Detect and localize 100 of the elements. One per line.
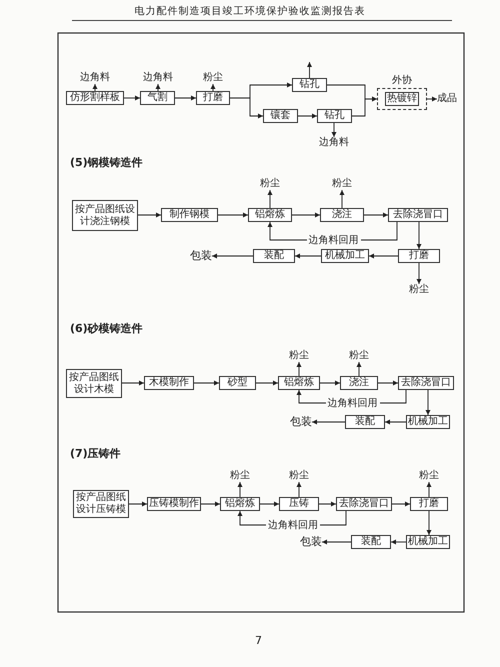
arrow [332,122,336,138]
step-text: 制作钢模 [170,209,210,221]
arrow [356,362,362,376]
arrow [92,84,98,92]
edge-label: 边角料回用 [326,398,380,408]
arrow [392,502,410,506]
step-text: 打磨 [409,250,429,262]
arrow [156,84,160,92]
process-box [340,376,378,390]
arrow [174,96,196,100]
step-text: 按产品图纸设计浇注钢模 [74,204,136,228]
output-text: 边角料 [80,72,110,84]
step-text: 钻孔 [324,110,344,122]
process-box [351,535,391,549]
arrow [212,254,254,258]
arrow [210,84,216,92]
edge-label: 边角料回用 [306,234,360,246]
step-text: 铝熔炼 [255,209,285,221]
arrow [426,482,432,498]
output-text: 粉尘 [260,178,280,190]
step-text: 压铸 [289,498,309,510]
arrow [268,190,272,208]
arrow [296,362,302,376]
process-box [196,91,230,105]
arrow [312,420,346,424]
output-text: 包装 [300,536,322,548]
step-text: 热镀锌 [387,93,417,105]
step-text: 按产品图纸设计木模 [68,372,120,396]
arrow [298,114,318,118]
output-text: 边角料 [319,137,349,149]
step-text: 砂型 [228,377,248,389]
step-text: 浇注 [332,209,352,221]
process-box [161,208,218,222]
process-box [66,91,124,105]
arrow [128,502,148,506]
arrow [218,212,248,218]
page-number: 7 [255,634,262,647]
note-text: 外协 [392,75,412,87]
process-box [345,415,385,429]
arrow [368,254,398,258]
process-box [336,497,392,511]
step-text: 机械加工 [325,250,365,262]
step-text: 钻孔 [300,79,320,91]
arrow [307,62,312,78]
step-text: 仿形割样板 [70,92,120,104]
arrow [426,510,432,536]
arrow [320,380,340,386]
arrow [260,502,280,506]
step-text: 去除浇冒口 [393,209,443,221]
step-text: 打磨 [419,498,439,510]
step-text: 压铸模制作 [149,498,199,510]
output-text: 包装 [190,250,212,262]
step-text: 铝熔炼 [225,498,255,510]
process-box [410,497,448,511]
output-text: 粉尘 [332,178,352,190]
process-box [219,376,256,390]
arrow [416,262,422,284]
arrow [124,96,140,100]
step-text: 机械加工 [408,536,448,548]
output-text: 粉尘 [289,470,309,482]
step-text: 打磨 [203,92,223,104]
process-box [321,249,369,263]
arrow [200,502,220,506]
process-box [248,208,292,222]
arrow [426,390,430,416]
arrow [416,222,422,250]
arrow [292,212,320,218]
edge-label: 边角料回用 [266,520,320,530]
step-text: 装配 [264,250,284,262]
output-text: 成品 [437,93,457,105]
section-heading: (7)压铸件 [70,447,121,460]
step-text: 铝熔炼 [284,377,314,389]
arrow [256,380,278,386]
output-text: 粉尘 [203,72,223,84]
step-text: 镶套 [270,110,290,122]
step-text: 去除浇冒口 [401,377,451,389]
page-header: 电力配件制造项目竣工环境保护验收监测报告表 [134,6,366,18]
arrow [294,254,322,258]
arrow [364,212,388,218]
process-box [140,91,175,105]
arrow [138,212,162,218]
output-text: 边角料 [143,72,173,84]
step-text: 机械加工 [408,416,448,428]
step-text: 浇注 [349,377,369,389]
arrow [378,380,398,386]
output-text: 粉尘 [230,470,250,482]
output-text: 粉尘 [419,470,439,482]
arrow [426,96,438,102]
arrow [238,482,242,498]
step-text: 装配 [355,416,375,428]
arrow [390,540,406,544]
process-box [279,497,319,511]
output-text: 粉尘 [349,350,369,362]
output-text: 粉尘 [289,350,309,362]
step-text: 木模制作 [149,377,189,389]
process-box [317,109,352,123]
arrow [322,540,352,544]
arrow [340,190,344,208]
process-box [144,376,194,390]
arrow [296,482,302,498]
